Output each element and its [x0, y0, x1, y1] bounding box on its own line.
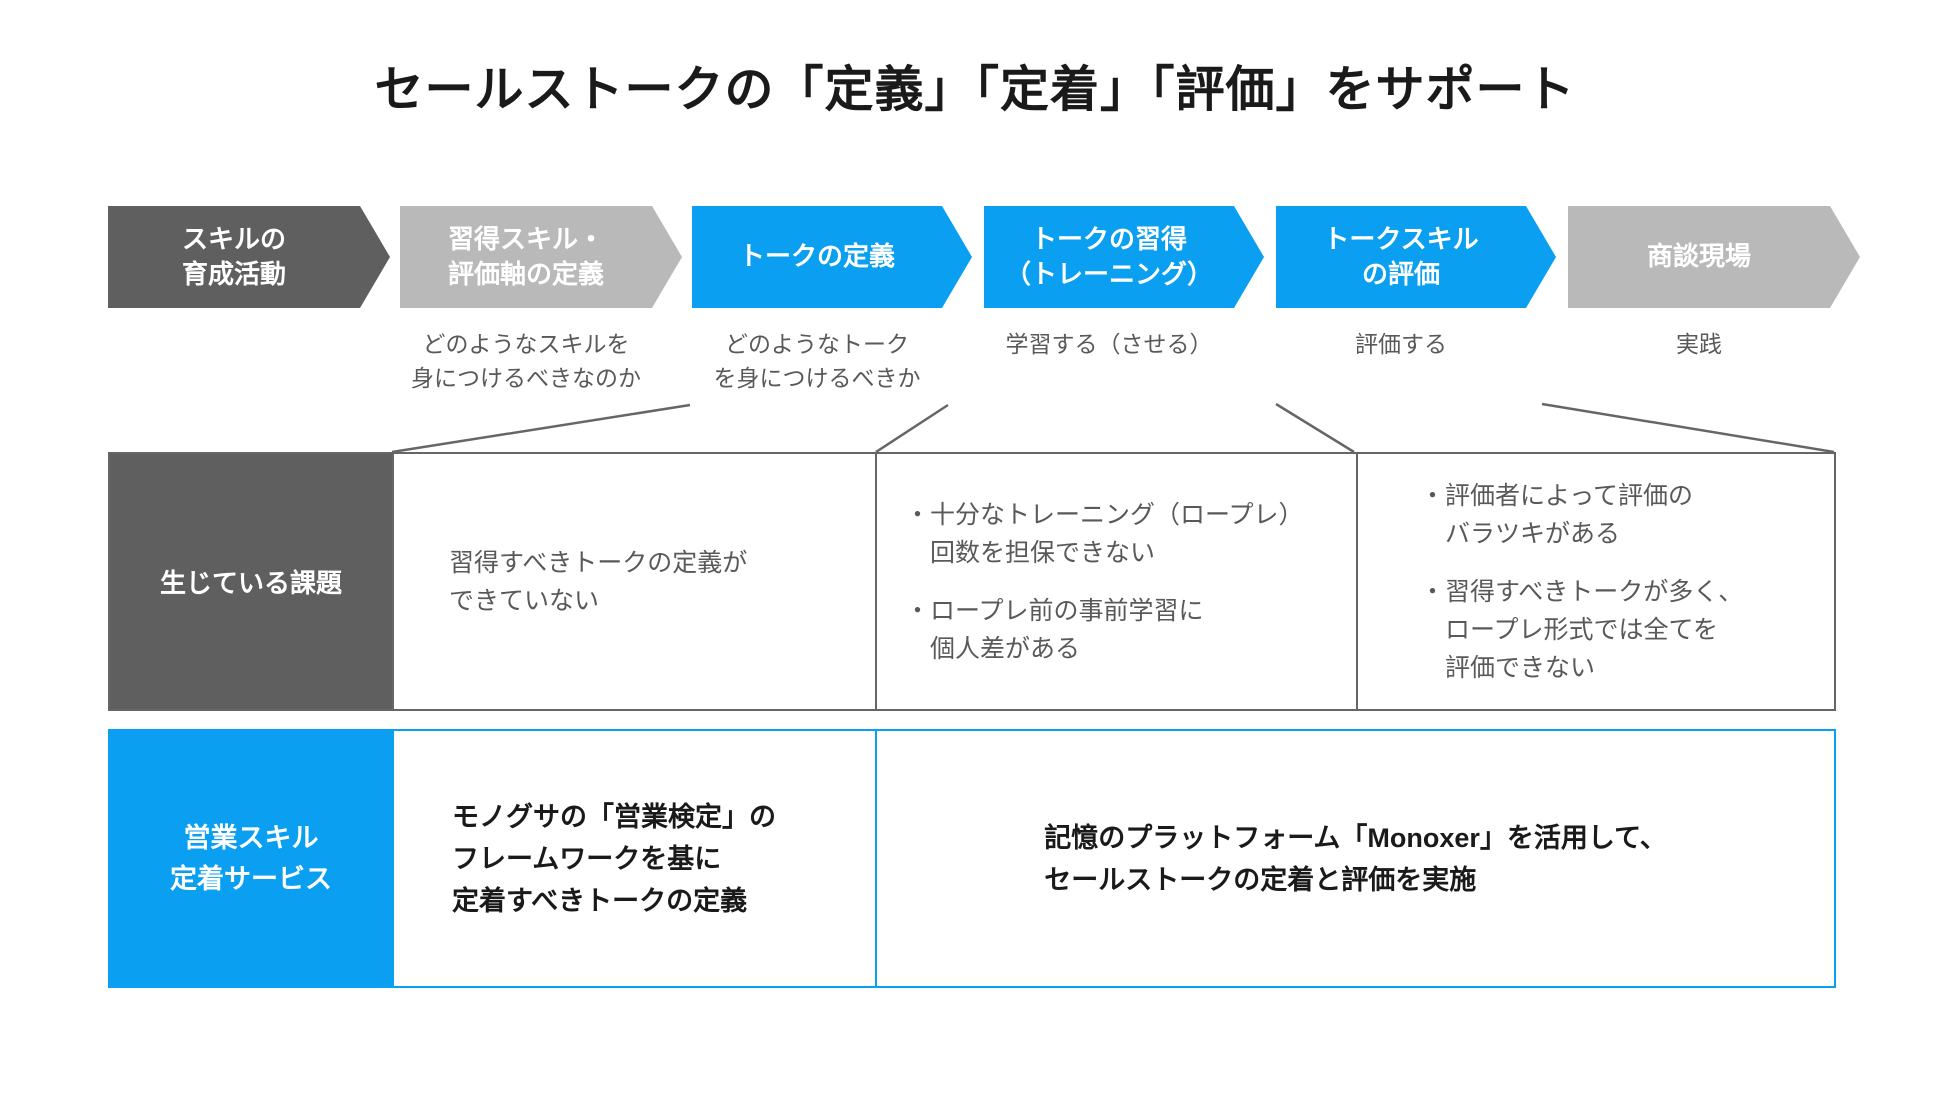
service-header-label: 営業スキル 定着サービス [170, 823, 332, 894]
flow-step-talk-definition: トークの定義 [692, 206, 972, 308]
flow-step-skill-definition: 習得スキル・ 評価軸の定義 [400, 206, 682, 308]
page-title: セールストークの「定義」「定着」「評価」をサポート [374, 63, 1576, 117]
flow-step-skill-development: スキルの 育成活動 [108, 206, 390, 308]
bullet-item: ・ ロープレ前の事前学習に 個人差がある [905, 592, 1344, 668]
connector-line-2 [875, 403, 949, 454]
connector-line-3 [1275, 402, 1355, 454]
flow-step-label: 商談現場 [1646, 241, 1751, 272]
service-text: 記憶のプラットフォーム「Monoxer」を活用して、 セールストークの定着と評価… [1044, 822, 1667, 895]
bullet-marker: ・ [905, 596, 931, 625]
connector-line-1 [391, 403, 691, 454]
step-description-talk-definition: どのようなトーク を身につけるべきか [713, 331, 921, 391]
challenges-header: 生じている課題 [110, 454, 392, 709]
service-cell-monoxer: 記憶のプラットフォーム「Monoxer」を活用して、 セールストークの定着と評価… [875, 731, 1834, 986]
bullet-item: ・ 習得すべきトークが多く、 ロープレ形式では全てを 評価できない [1420, 573, 1822, 687]
bullet-text: 評価者によって評価の バラツキがある [1445, 481, 1694, 548]
flow-step-label: トークの習得 （トレーニング） [1004, 223, 1213, 289]
challenge-cell-training: ・ 十分なトレーニング（ロープレ） 回数を担保できない ・ ロープレ前の事前学習… [875, 454, 1356, 709]
step-description-talk-evaluation: 評価する [1355, 331, 1447, 357]
step-description-skill-definition: どのようなスキルを 身につけるべきなのか [411, 331, 641, 391]
flow-step-label: トークの定義 [738, 241, 895, 272]
bullet-marker: ・ [1420, 481, 1446, 510]
challenges-header-label: 生じている課題 [159, 568, 342, 598]
challenge-text: 習得すべきトークの定義が できていない [449, 548, 748, 615]
flow-step-label: トークスキル の評価 [1323, 223, 1479, 289]
service-table: 営業スキル 定着サービス モノグサの「営業検定」の フレームワークを基に 定着す… [108, 729, 1836, 988]
bullet-item: ・ 評価者によって評価の バラツキがある [1420, 477, 1822, 553]
service-cell-framework: モノグサの「営業検定」の フレームワークを基に 定着すべきトークの定義 [392, 731, 875, 986]
bullet-text: 習得すべきトークが多く、 ロープレ形式では全てを 評価できない [1445, 577, 1744, 682]
flow-step-label: 習得スキル・ 評価軸の定義 [447, 223, 604, 289]
flow-step-talk-evaluation: トークスキル の評価 [1276, 206, 1556, 308]
flow-step-label: スキルの 育成活動 [181, 223, 286, 289]
service-text: モノグサの「営業検定」の フレームワークを基に 定着すべきトークの定義 [452, 801, 776, 916]
bullet-item: ・ 十分なトレーニング（ロープレ） 回数を担保できない [905, 496, 1344, 572]
connector-line-4 [1541, 402, 1835, 454]
bullet-text: 十分なトレーニング（ロープレ） 回数を担保できない [930, 500, 1304, 567]
challenge-cell-evaluation: ・ 評価者によって評価の バラツキがある ・ 習得すべきトークが多く、 ロープレ… [1356, 454, 1834, 709]
bullet-marker: ・ [905, 500, 931, 529]
step-description-sales-field: 実践 [1676, 331, 1722, 357]
bullet-marker: ・ [1420, 577, 1446, 606]
step-description-talk-training: 学習する（させる） [1005, 331, 1213, 357]
flow-step-sales-field: 商談現場 [1568, 206, 1860, 308]
challenge-cell-definition: 習得すべきトークの定義が できていない [392, 454, 875, 709]
challenges-table: 生じている課題 習得すべきトークの定義が できていない ・ 十分なトレーニング（… [108, 452, 1836, 711]
flow-step-talk-training: トークの習得 （トレーニング） [984, 206, 1264, 308]
bullet-text: ロープレ前の事前学習に 個人差がある [930, 596, 1204, 663]
service-header: 営業スキル 定着サービス [110, 731, 392, 986]
